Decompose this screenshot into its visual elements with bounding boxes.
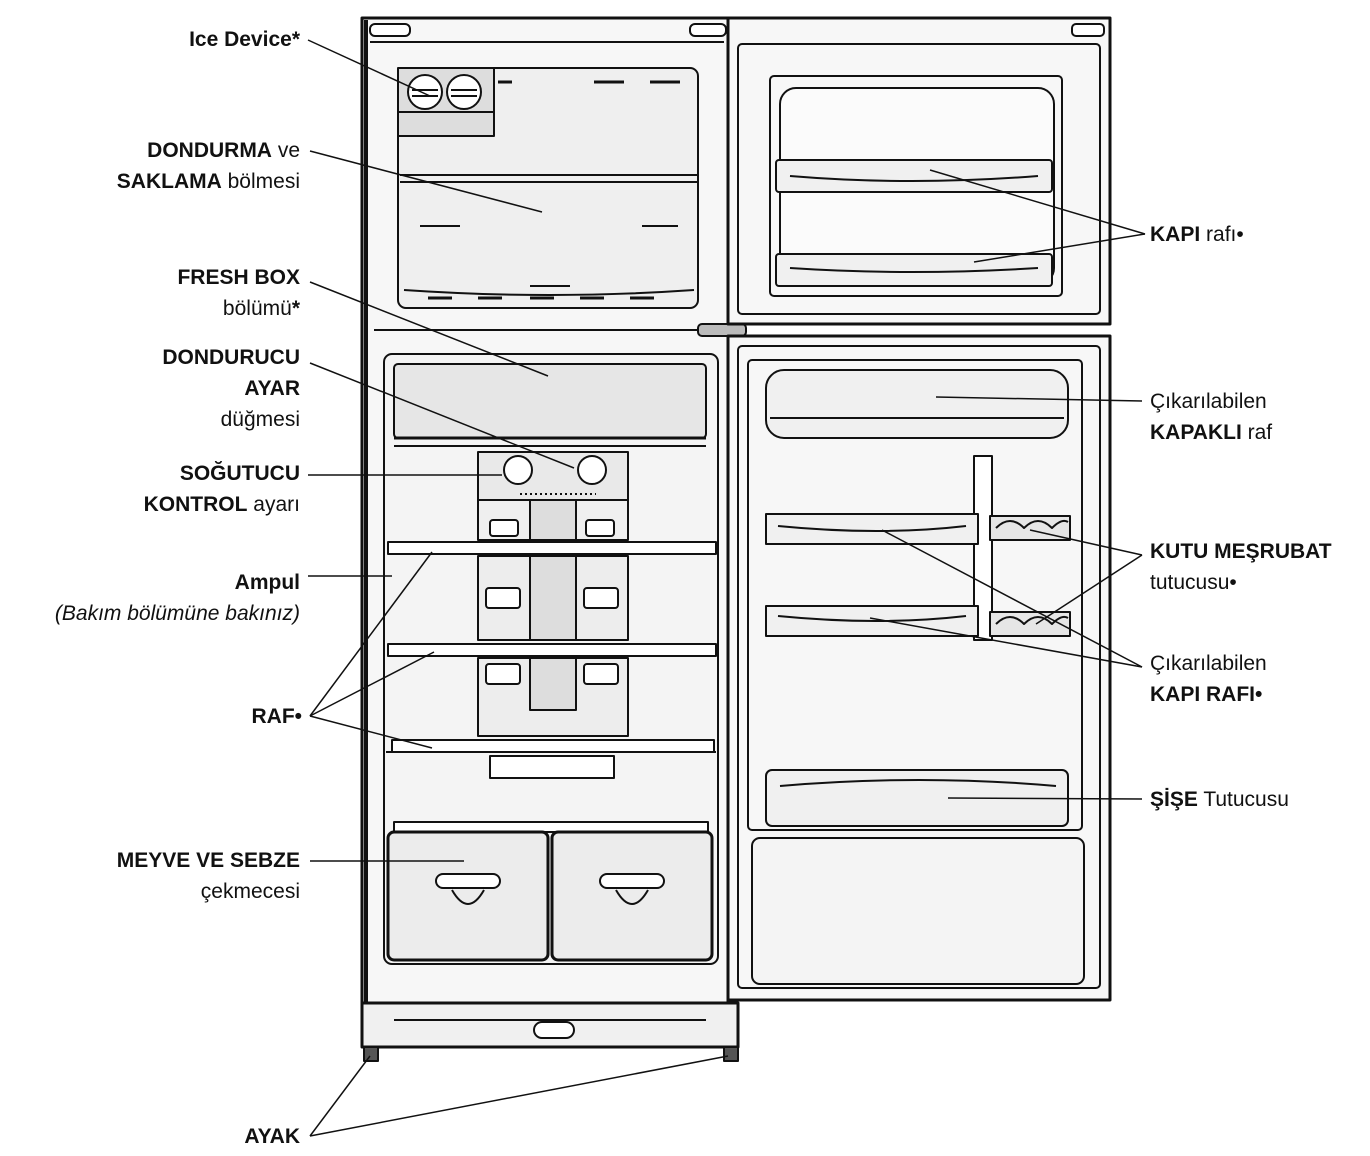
label-crisper: MEYVE VE SEBZE çekmecesi bbox=[117, 845, 300, 907]
label-feet: AYAK bbox=[244, 1121, 300, 1152]
label-ice-device: Ice Device* bbox=[189, 24, 300, 55]
label-removable-door-shelf: Çıkarılabilen KAPI RAFI• bbox=[1150, 648, 1267, 710]
label-bottle-holder: ŞİŞE Tutucusu bbox=[1150, 784, 1289, 815]
ice-device bbox=[398, 68, 494, 136]
control-panel bbox=[478, 452, 628, 540]
label-lamp: Ampul (Bakım bölümüne bakınız) bbox=[55, 567, 300, 629]
base-plinth bbox=[362, 1003, 738, 1061]
fresh-box bbox=[394, 364, 706, 446]
label-can-holder: KUTU MEŞRUBAT tutucusu• bbox=[1150, 536, 1332, 598]
label-lidded-shelf: Çıkarılabilen KAPAKLI raf bbox=[1150, 386, 1272, 448]
fridge-door bbox=[728, 336, 1110, 1000]
label-fresh-box: FRESH BOX bölümü* bbox=[177, 262, 300, 324]
freezer-door bbox=[728, 18, 1110, 324]
label-door-shelf: KAPI rafı• bbox=[1150, 219, 1244, 250]
label-shelf: RAF• bbox=[251, 701, 302, 732]
fridge-compartment bbox=[384, 354, 718, 964]
label-cooler-knob: SOĞUTUCU KONTROL ayarı bbox=[144, 458, 300, 520]
label-freezer-knob: DONDURUCU AYAR düğmesi bbox=[162, 342, 300, 435]
label-freezer-compartment: DONDURMA ve SAKLAMA bölmesi bbox=[117, 135, 300, 197]
